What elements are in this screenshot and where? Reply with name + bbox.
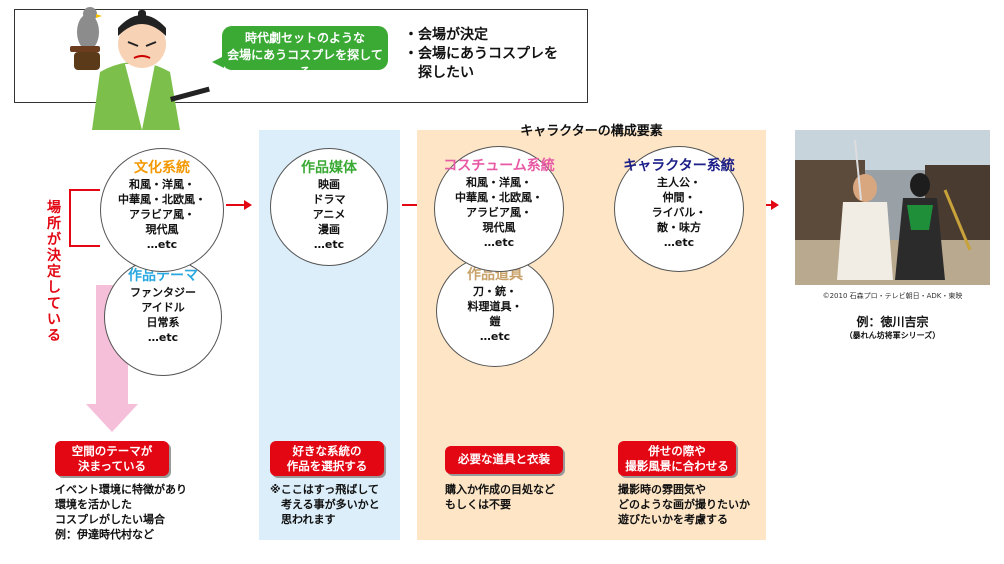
props-item: …etc bbox=[479, 330, 511, 343]
theme-item: …etc bbox=[147, 331, 179, 344]
desc-line: ※ここはすっ飛ばして bbox=[270, 483, 379, 496]
media-item: アニメ bbox=[312, 208, 346, 221]
theme-title: 作品テーマ bbox=[128, 268, 198, 284]
select-work-box: 好きな系統の 作品を選択する bbox=[270, 441, 384, 476]
speech-line-1: 時代劇セットのような bbox=[244, 31, 365, 45]
character-item: 仲間・ bbox=[662, 191, 696, 204]
costume-circle: コスチューム系統 和風・洋風・ 中華風・北欧風・ アラビア風・ 現代風 …etc bbox=[434, 146, 564, 272]
character-item: …etc bbox=[663, 236, 695, 249]
culture-item: …etc bbox=[146, 238, 178, 251]
example-subtitle: （暴れん坊将軍シリーズ） bbox=[844, 331, 941, 340]
photo-copyright: ©2010 石森プロ・テレビ朝日・ADK・東映 bbox=[822, 292, 963, 300]
costume-item: 中華風・北欧風・ bbox=[455, 191, 543, 204]
panel-title: キャラクターの構成要素 bbox=[520, 124, 663, 139]
character-item: ライバル・ bbox=[651, 206, 707, 219]
location-bracket bbox=[69, 189, 80, 247]
box-label-line: 作品を選択する bbox=[286, 459, 368, 473]
desc-line: 購入か作成の目処など bbox=[445, 483, 555, 496]
props-item: 鎧 bbox=[489, 315, 501, 328]
desc-line: 環境を活かした bbox=[55, 498, 132, 511]
speech-tail bbox=[212, 56, 224, 68]
red-arrow-1 bbox=[226, 200, 252, 210]
box-label-line: 撮影風景に合わせる bbox=[625, 459, 729, 473]
box-label-line: 併せの際や bbox=[648, 444, 706, 458]
match-scene-box: 併せの際や 撮影風景に合わせる bbox=[618, 441, 736, 476]
props-costume-box: 必要な道具と衣装 bbox=[445, 446, 563, 474]
character-item: 主人公・ bbox=[657, 176, 701, 189]
media-title: 作品媒体 bbox=[301, 160, 357, 176]
culture-item: 現代風 bbox=[145, 223, 179, 236]
select-work-desc: ※ここはすっ飛ばして 考える事が多いかと 思われます bbox=[270, 482, 400, 527]
theme-item: 日常系 bbox=[146, 316, 180, 329]
desc-line: 例：伊達時代村など bbox=[55, 528, 154, 541]
media-circle: 作品媒体 映画 ドラマ アニメ 漫画 …etc bbox=[270, 148, 388, 266]
side-label: 場所が決定している bbox=[47, 200, 61, 344]
desc-line: コスプレがしたい場合 bbox=[55, 513, 165, 526]
box-label-line: 決まっている bbox=[78, 459, 146, 473]
character-item: 敵・味方 bbox=[657, 221, 701, 234]
costume-item: …etc bbox=[483, 236, 515, 249]
culture-item: アラビア風・ bbox=[129, 208, 195, 221]
example-title: 例：徳川吉宗 bbox=[856, 315, 929, 329]
desc-line: 思われます bbox=[270, 513, 336, 526]
desc-line: 遊びたいかを考慮する bbox=[618, 513, 728, 526]
desc-line: 考える事が多いかと bbox=[270, 498, 380, 511]
bracket-lines bbox=[70, 189, 100, 247]
desc-line: どのような画が撮りたいか bbox=[618, 498, 750, 511]
desc-line: もしくは不要 bbox=[445, 498, 511, 511]
props-item: 刀・銃・ bbox=[473, 285, 517, 298]
box-label-line: 好きな系統の bbox=[292, 444, 362, 458]
requirement-1: ・会場が決定 bbox=[404, 27, 488, 43]
media-item: 漫画 bbox=[318, 223, 340, 236]
costume-title: コスチューム系統 bbox=[443, 158, 555, 174]
box-label-line: 必要な道具と衣装 bbox=[458, 452, 550, 466]
speech-bubble: 時代劇セットのような 会場にあうコスプレを探してる bbox=[222, 26, 388, 79]
culture-item: 中華風・北欧風・ bbox=[118, 193, 206, 206]
props-item: 料理道具・ bbox=[467, 300, 523, 313]
speech-line-2: 会場にあうコスプレを探してる bbox=[227, 48, 383, 79]
character-title: キャラクター系統 bbox=[623, 158, 735, 174]
media-item: 映画 bbox=[318, 178, 340, 191]
culture-circle: 文化系統 和風・洋風・ 中華風・北欧風・ アラビア風・ 現代風 …etc bbox=[100, 148, 224, 272]
desc-line: 撮影時の雰囲気や bbox=[618, 483, 706, 496]
theme-item: ファンタジー bbox=[130, 286, 196, 299]
costume-item: アラビア風・ bbox=[466, 206, 532, 219]
media-item: …etc bbox=[313, 238, 345, 251]
theme-item: アイドル bbox=[141, 301, 185, 314]
example-photo bbox=[795, 130, 990, 285]
requirement-2: ・会場にあうコスプレを bbox=[404, 46, 558, 62]
character-circle: キャラクター系統 主人公・ 仲間・ ライバル・ 敵・味方 …etc bbox=[614, 146, 744, 272]
costume-item: 現代風 bbox=[482, 221, 516, 234]
requirement-3: 探したい bbox=[404, 65, 474, 81]
desc-line: イベント環境に特徴があり bbox=[55, 483, 187, 496]
samurai-illustration bbox=[70, 7, 210, 130]
media-item: ドラマ bbox=[312, 193, 346, 206]
props-costume-desc: 購入か作成の目処など もしくは不要 bbox=[445, 482, 605, 512]
match-scene-desc: 撮影時の雰囲気や どのような画が撮りたいか 遊びたいかを考慮する bbox=[618, 482, 788, 527]
culture-item: 和風・洋風・ bbox=[129, 178, 195, 191]
theme-decided-box: 空間のテーマが 決まっている bbox=[55, 441, 169, 476]
costume-item: 和風・洋風・ bbox=[466, 176, 532, 189]
culture-title: 文化系統 bbox=[134, 160, 190, 176]
theme-circle: 作品テーマ ファンタジー アイドル 日常系 …etc bbox=[104, 258, 222, 376]
theme-decided-desc: イベント環境に特徴があり 環境を活かした コスプレがしたい場合 例：伊達時代村な… bbox=[55, 482, 245, 542]
box-label-line: 空間のテーマが bbox=[71, 444, 153, 458]
